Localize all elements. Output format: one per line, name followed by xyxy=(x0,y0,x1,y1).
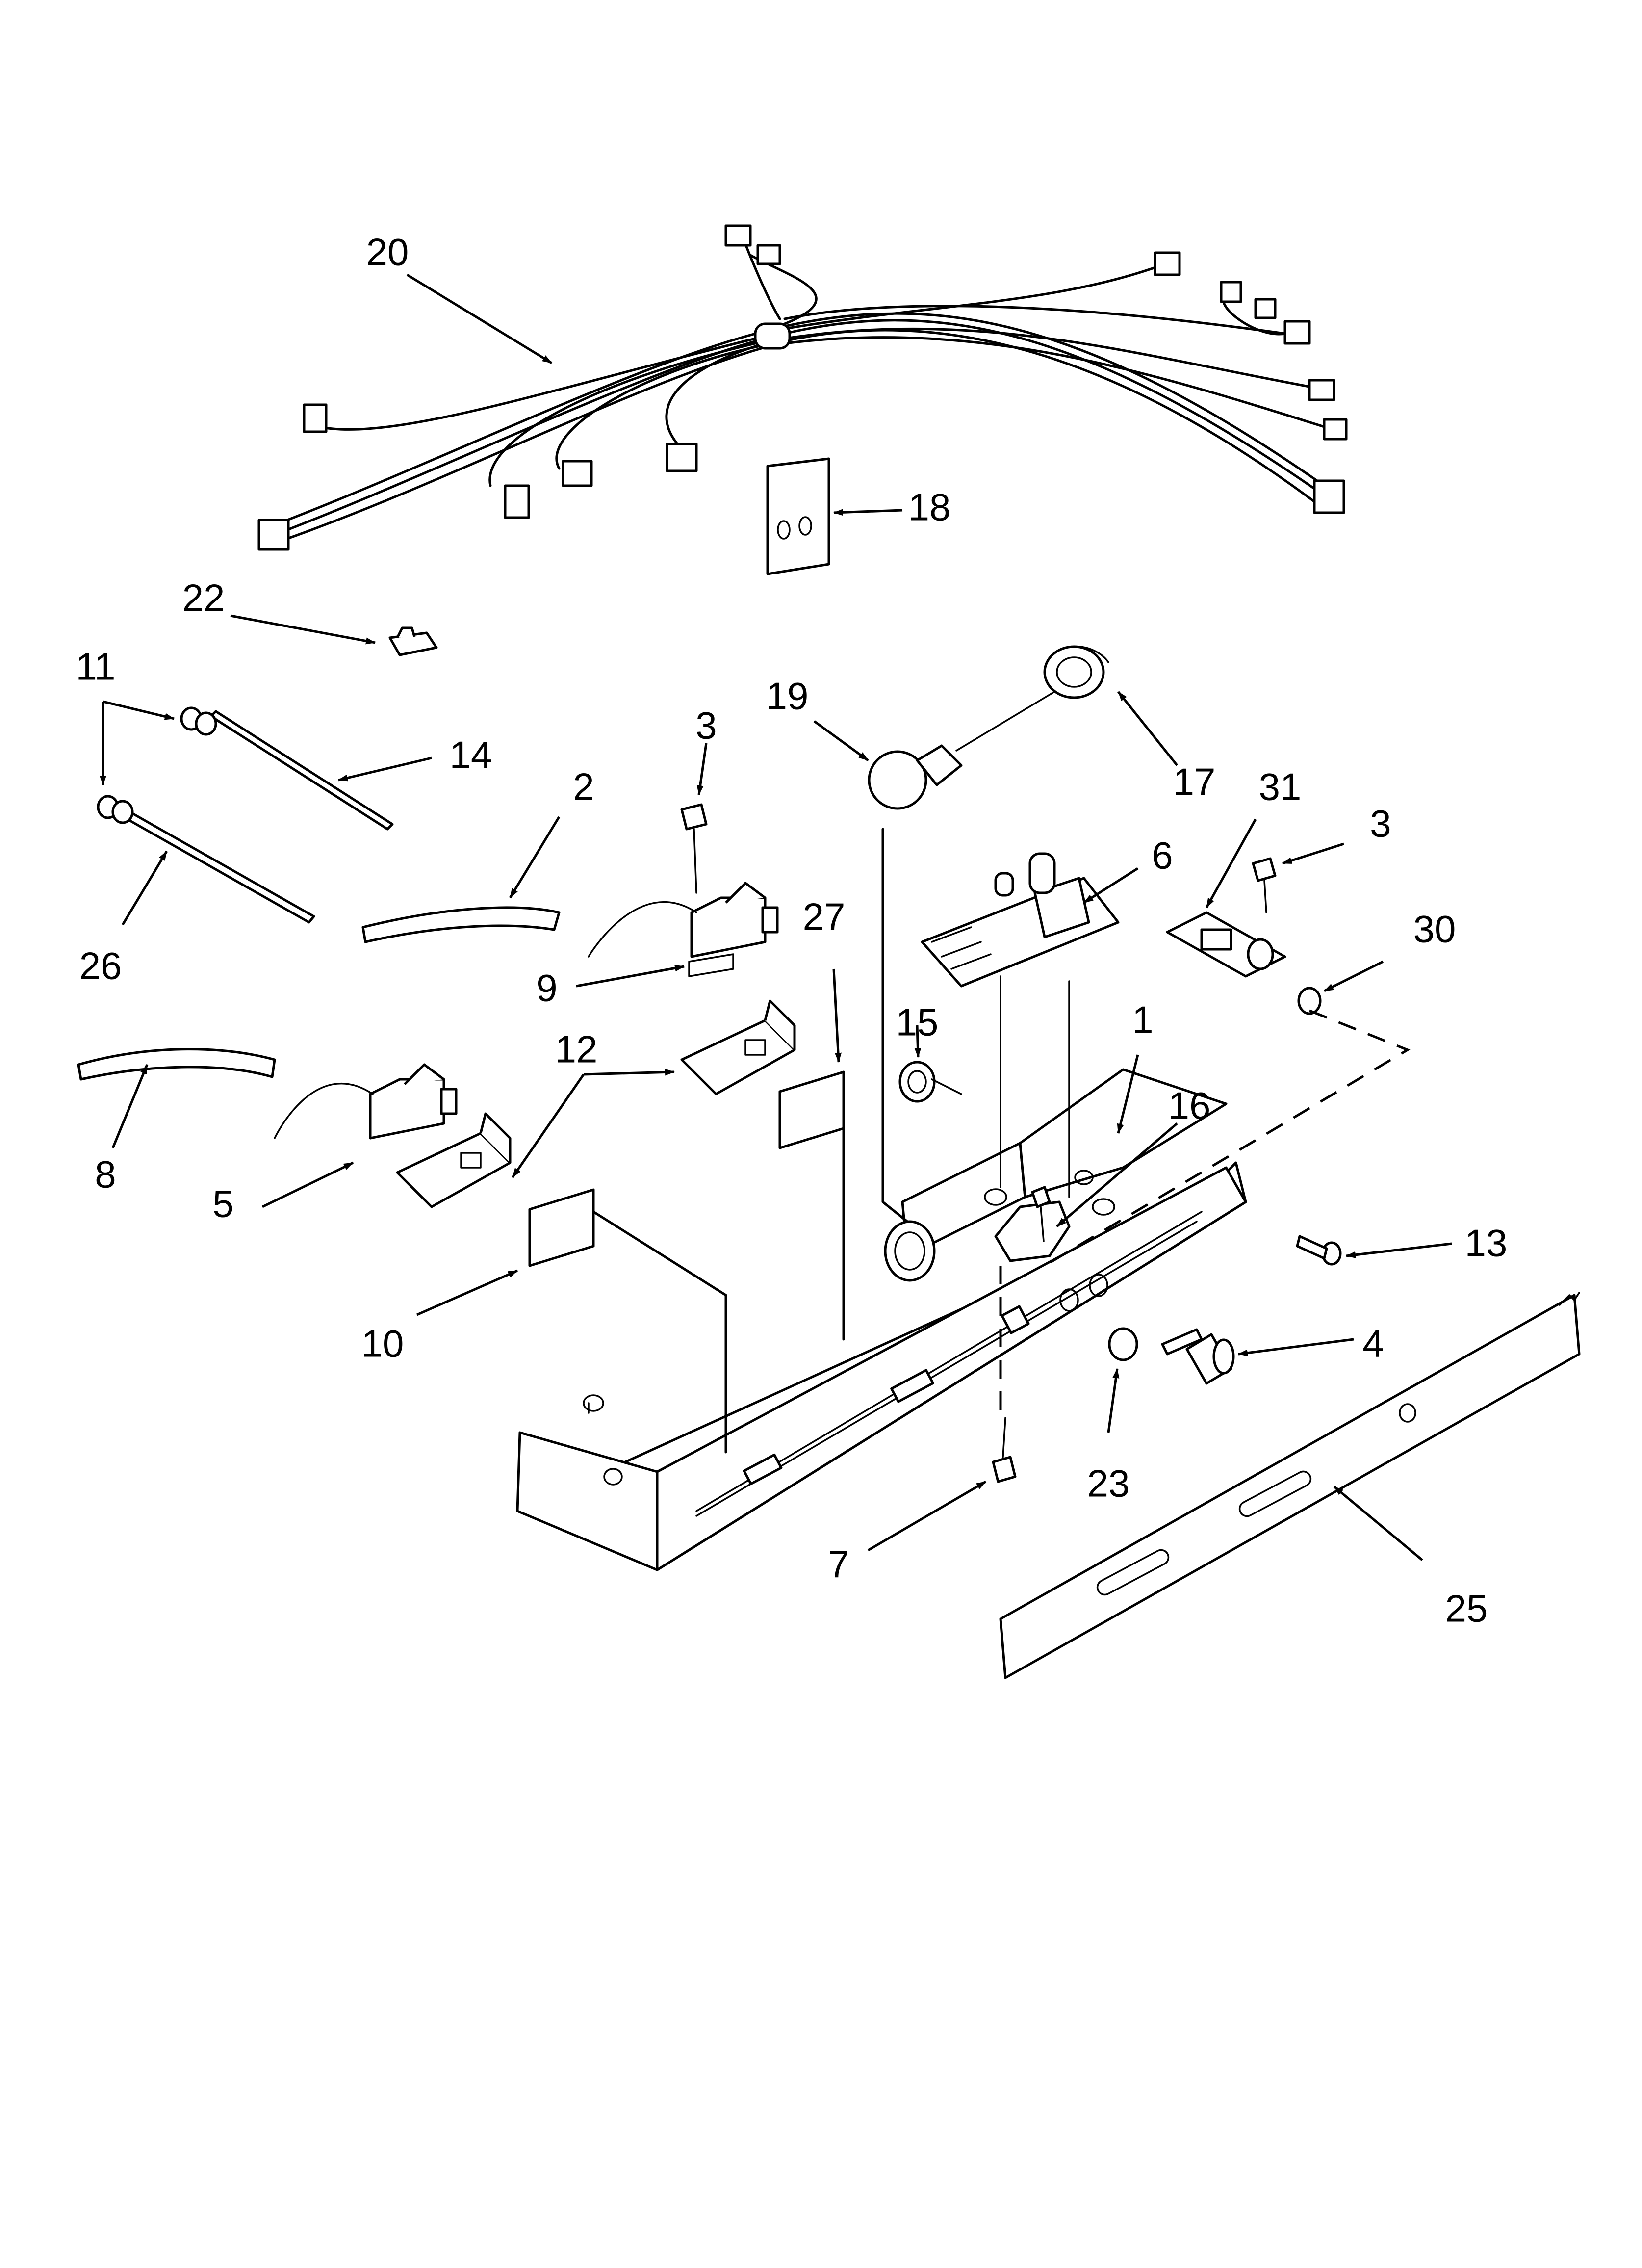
switch-upper xyxy=(588,882,779,977)
callout-8: 8 xyxy=(95,1153,116,1196)
screw-upper-right xyxy=(1252,857,1277,913)
insulation-pad xyxy=(766,457,830,575)
switch-board xyxy=(1166,911,1286,978)
callout-25: 25 xyxy=(1445,1587,1488,1630)
insulator-10 xyxy=(528,1188,595,1267)
screw-upper-left xyxy=(680,803,708,894)
lamp-socket xyxy=(1043,645,1109,699)
callout-arrows xyxy=(100,273,1452,1561)
clip-ring xyxy=(1297,987,1322,1015)
light-bulb xyxy=(868,691,1055,810)
callout-11: 11 xyxy=(76,645,116,688)
callout-31: 31 xyxy=(1259,765,1302,808)
push-button xyxy=(1108,1327,1138,1361)
hose-upper xyxy=(361,906,561,943)
bracket-lower xyxy=(396,1112,512,1208)
callout-3b: 3 xyxy=(1370,802,1391,845)
screw-13 xyxy=(1296,1235,1342,1266)
callout-16: 16 xyxy=(1168,1084,1211,1127)
leader-lines xyxy=(592,828,1411,1454)
callout-20: 20 xyxy=(366,231,409,274)
insulator-27 xyxy=(778,1070,845,1149)
callout-5: 5 xyxy=(212,1182,233,1225)
callout-2: 2 xyxy=(573,765,594,808)
callout-18: 18 xyxy=(908,486,951,529)
tube-assembly xyxy=(97,706,394,924)
wire-harness xyxy=(257,224,1348,551)
callout-labels: 20 18 22 11 14 26 3 2 9 19 17 31 3 6 30 … xyxy=(76,231,1508,1630)
callout-3a: 3 xyxy=(695,704,717,747)
switch-lower xyxy=(274,1063,458,1140)
callout-13: 13 xyxy=(1465,1222,1508,1265)
callout-17: 17 xyxy=(1173,760,1216,804)
front-panel xyxy=(999,1292,1581,1679)
callout-26: 26 xyxy=(79,944,122,988)
screw-16 xyxy=(1031,1186,1051,1242)
callout-14: 14 xyxy=(450,733,492,777)
wire-clip xyxy=(388,626,438,656)
callout-10: 10 xyxy=(361,1322,404,1365)
callout-9: 9 xyxy=(536,966,557,1010)
callout-27: 27 xyxy=(803,895,846,938)
callout-19: 19 xyxy=(766,675,809,718)
control-board xyxy=(921,852,1120,988)
callout-15: 15 xyxy=(896,1001,939,1044)
callout-1: 1 xyxy=(1132,998,1153,1042)
bracket-upper xyxy=(680,999,796,1095)
hose-lower xyxy=(77,1048,276,1081)
callout-22: 22 xyxy=(182,576,225,620)
grommet xyxy=(898,1061,962,1103)
rocker-switch xyxy=(1161,1328,1235,1385)
callout-23: 23 xyxy=(1087,1462,1130,1505)
callout-7: 7 xyxy=(828,1543,849,1586)
callout-30: 30 xyxy=(1413,908,1456,951)
callout-4: 4 xyxy=(1362,1322,1384,1365)
callout-6: 6 xyxy=(1152,834,1173,877)
callout-12: 12 xyxy=(555,1028,598,1071)
screw-7 xyxy=(992,1417,1017,1483)
